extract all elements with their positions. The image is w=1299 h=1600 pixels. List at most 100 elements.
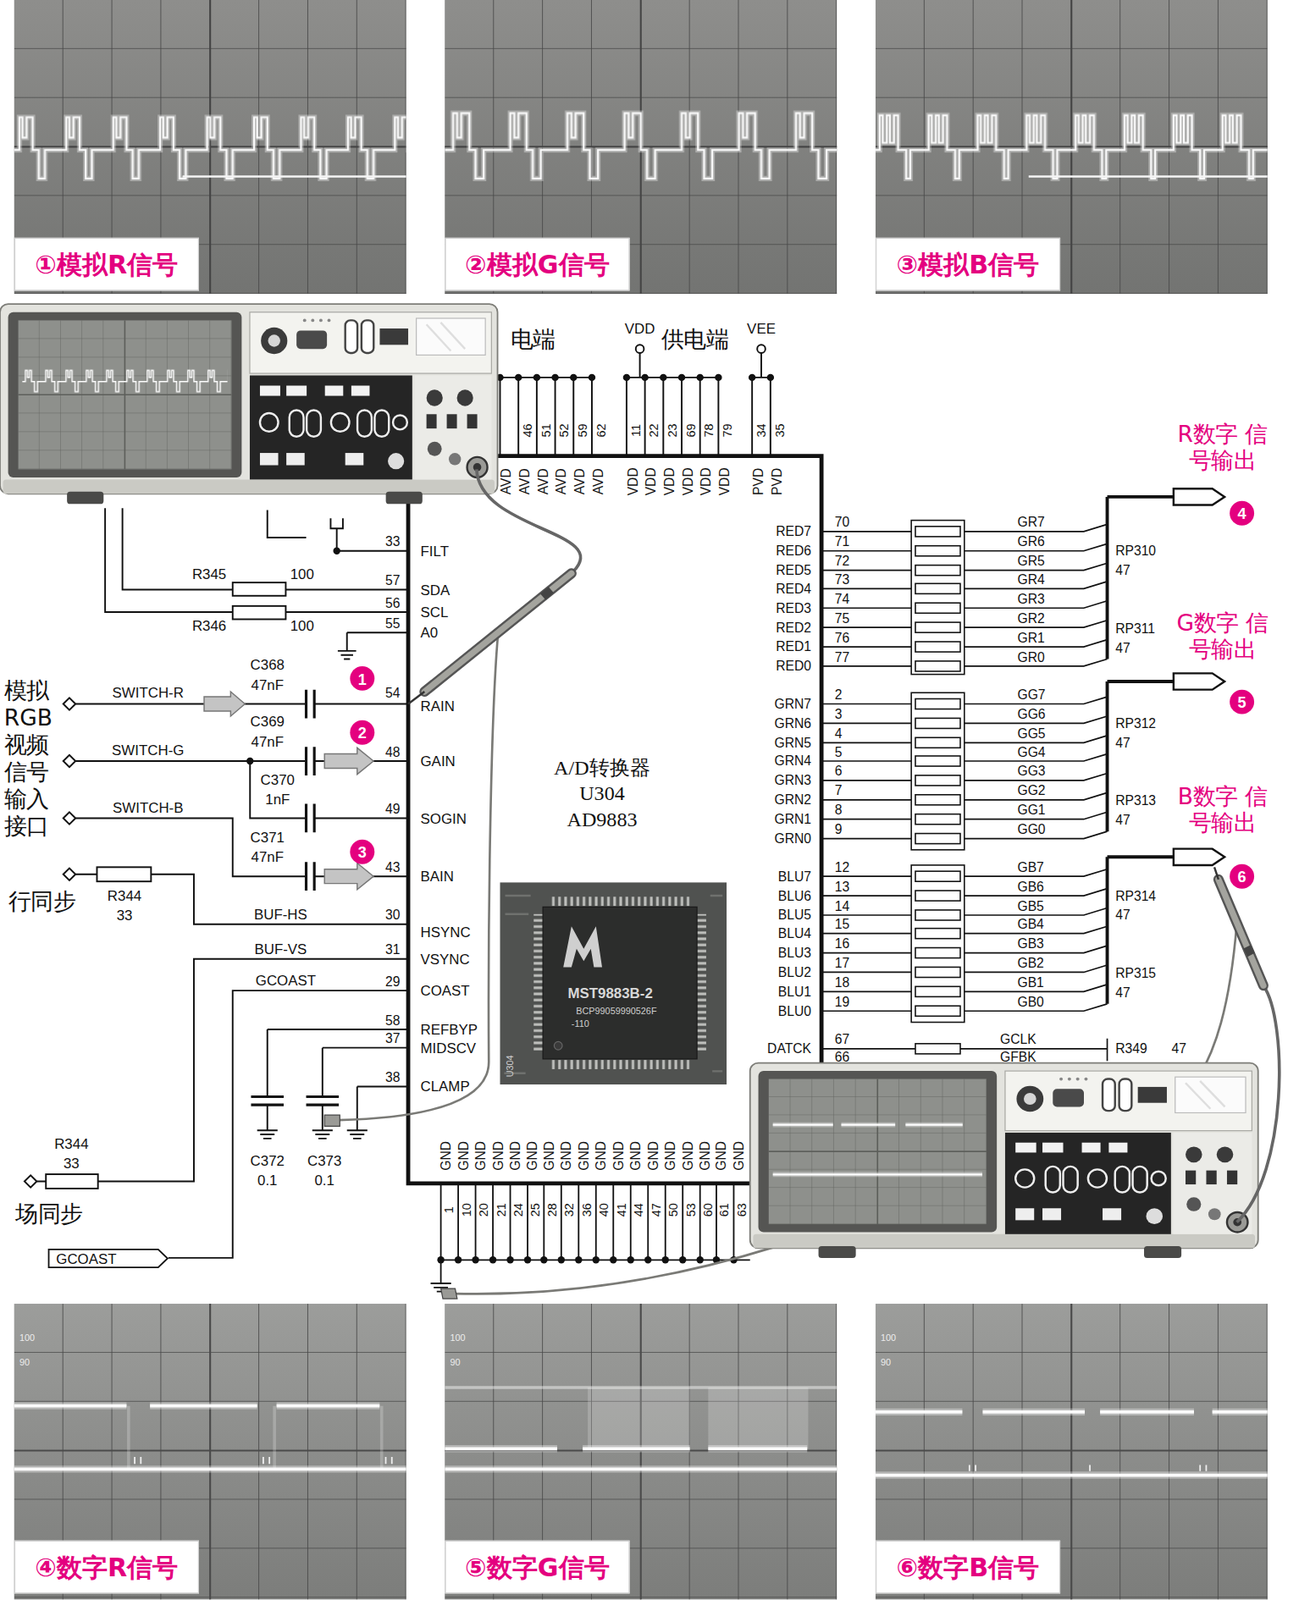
pin-name: GRN1 — [774, 812, 813, 827]
resistor-pack — [915, 910, 961, 921]
component-ref: RP312 — [1115, 717, 1156, 731]
pin-number: 34 — [755, 424, 768, 438]
input-wiring — [267, 510, 409, 552]
pin-number: 13 — [834, 879, 850, 894]
net-name: GR3 — [1017, 592, 1045, 607]
pin-name: RED5 — [775, 563, 812, 578]
pin-name: GND — [559, 1141, 574, 1172]
signal-name: BUF-VS — [254, 941, 307, 957]
component-value: 47 — [1115, 563, 1130, 578]
component-ref: C373 — [307, 1154, 342, 1169]
pin-number: 54 — [385, 685, 400, 700]
pin-name: GND — [525, 1141, 540, 1172]
chip-marking: -110 — [571, 1019, 590, 1029]
scale-mark: 100 — [449, 1334, 465, 1344]
chip-photo — [499, 882, 727, 1085]
output-bus — [1107, 681, 1174, 832]
signal-name: SWITCH-B — [112, 801, 183, 816]
resistor-symbol — [45, 1174, 98, 1189]
pin-name: DATCK — [767, 1042, 812, 1056]
probe — [1218, 879, 1264, 986]
input-wiring — [36, 508, 409, 1259]
pin-number: 56 — [385, 596, 400, 610]
pin-name: GRN5 — [774, 735, 813, 750]
probe — [1218, 879, 1264, 986]
scope-photo-g — [444, 96, 837, 188]
scope-photo-digital-g — [587, 1387, 691, 1449]
pin-number: 18 — [834, 976, 850, 990]
chip-photo — [503, 895, 723, 1074]
pin-name: SCL — [420, 605, 449, 620]
probe-ground-lead — [338, 635, 498, 1122]
component-value: 1nF — [265, 791, 290, 807]
supply-label: 供电端 — [661, 328, 730, 352]
pin-name: GND — [542, 1141, 557, 1172]
scope-photo-g — [444, 0, 837, 294]
panel-caption-box: ⑥数字B信号 — [875, 1541, 1061, 1595]
pin-name: GND — [646, 1141, 660, 1172]
ground-clip — [324, 1115, 340, 1127]
chip-photo — [696, 914, 707, 1054]
chip-photo — [542, 906, 697, 1060]
net-name: GR5 — [1017, 554, 1045, 569]
pin-number: 30 — [385, 908, 400, 923]
resistor-pack — [915, 871, 961, 882]
pin-name: PVD — [751, 468, 766, 496]
panel-caption-box: ①模拟R信号 — [14, 237, 199, 292]
junction-dots — [558, 1256, 565, 1264]
chip-body: A/D转换器 U304 AD9883 — [408, 456, 822, 1184]
callout-number: 5 — [1229, 690, 1255, 715]
pin-number: 67 — [834, 1033, 850, 1047]
junction-dots — [436, 1256, 444, 1264]
signal-arrow — [324, 863, 374, 890]
net-name: GB1 — [1017, 976, 1044, 990]
oscilloscope-top — [0, 304, 498, 504]
capacitor-symbol — [306, 804, 316, 834]
resistor-pack — [915, 698, 961, 709]
component-value: 47 — [1115, 735, 1130, 750]
signal-name: SWITCH-R — [112, 685, 184, 701]
scope-photo-r — [14, 0, 407, 294]
component-value: 100 — [290, 618, 315, 633]
pin-number: 11 — [630, 424, 642, 437]
pin-number: 60 — [702, 1203, 714, 1217]
pin-number: 1 — [442, 1206, 455, 1214]
pin-name: BLU4 — [778, 927, 812, 941]
junction-dots — [540, 1256, 548, 1264]
pin-number: 32 — [563, 1203, 576, 1217]
pin-name: VDD — [625, 467, 640, 496]
callout-number: 4 — [1229, 501, 1255, 526]
output-arrow — [1173, 849, 1225, 866]
pin-number: 17 — [834, 956, 850, 971]
pin-number: 63 — [735, 1203, 748, 1217]
pin-number: 74 — [834, 592, 850, 607]
pin-number: 29 — [385, 974, 400, 989]
capacitor-symbol — [306, 1096, 340, 1106]
scope-photo-digital-g — [444, 1448, 837, 1470]
input-wiring — [257, 1029, 409, 1139]
output-bus — [1107, 497, 1174, 660]
pin-name: GND — [629, 1141, 643, 1172]
pin-name: AVD — [573, 468, 587, 495]
component-ref: RP311 — [1115, 622, 1156, 636]
probe — [542, 590, 552, 597]
callout-number: 1 — [349, 666, 375, 691]
pin-name: GND — [491, 1141, 505, 1172]
pin-number: 70 — [834, 515, 850, 530]
scope-photo-digital-g — [444, 1304, 837, 1600]
callout-number: 2 — [349, 720, 375, 746]
scope-photo-r — [14, 0, 407, 294]
supply-name: VDD — [624, 321, 656, 337]
output-arrow — [1173, 673, 1225, 690]
component-value: 33 — [116, 908, 133, 924]
pin-name: RED6 — [775, 544, 812, 559]
pin-name: REFBYP — [420, 1022, 479, 1038]
pin-number: 61 — [718, 1203, 731, 1217]
net-name: GB6 — [1017, 879, 1044, 894]
pin-number: 21 — [494, 1203, 507, 1217]
component-ref: C371 — [250, 830, 285, 846]
supply-pins — [626, 353, 719, 457]
input-wiring — [105, 508, 409, 613]
pin-name: VDD — [699, 467, 714, 496]
junction-dots — [514, 374, 522, 382]
